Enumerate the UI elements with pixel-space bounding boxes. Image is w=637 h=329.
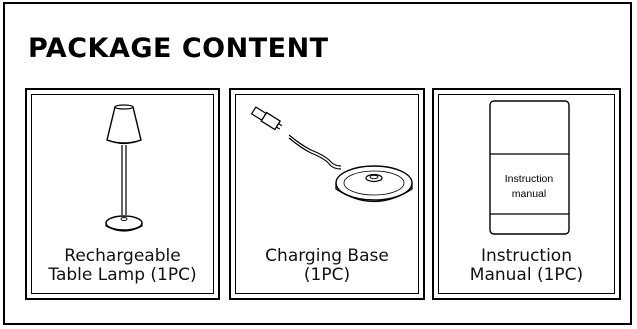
card-inner-border [438, 94, 615, 294]
manual-cover-text-2: manual [512, 188, 546, 200]
item-card-instruction-manual: Instruction manual Instruction Manual (1… [432, 88, 621, 300]
item-label-line1: Rechargeable [64, 246, 181, 266]
table-lamp-icon [105, 104, 143, 232]
card-inner-border [235, 94, 419, 294]
card-inner-border [31, 94, 214, 294]
item-card-charging-base: Charging Base (1PC) [229, 88, 425, 300]
charging-base-icon [250, 106, 413, 203]
item-label-line2: (1PC) [303, 265, 351, 285]
item-label: Instruction Manual (1PC) [434, 247, 619, 285]
item-card-table-lamp: Rechargeable Table Lamp (1PC) [25, 88, 220, 300]
manual-cover-text-1: Instruction [505, 173, 554, 185]
item-label-line1: Instruction [481, 246, 572, 266]
item-label: Rechargeable Table Lamp (1PC) [27, 247, 218, 285]
item-label: Charging Base (1PC) [231, 247, 423, 285]
item-label-line1: Charging Base [265, 246, 389, 266]
instruction-manual-icon: Instruction manual [489, 100, 570, 235]
page-title: PACKAGE CONTENT [28, 33, 329, 64]
item-label-line2: Manual (1PC) [469, 265, 584, 285]
item-label-line2: Table Lamp (1PC) [48, 265, 197, 285]
